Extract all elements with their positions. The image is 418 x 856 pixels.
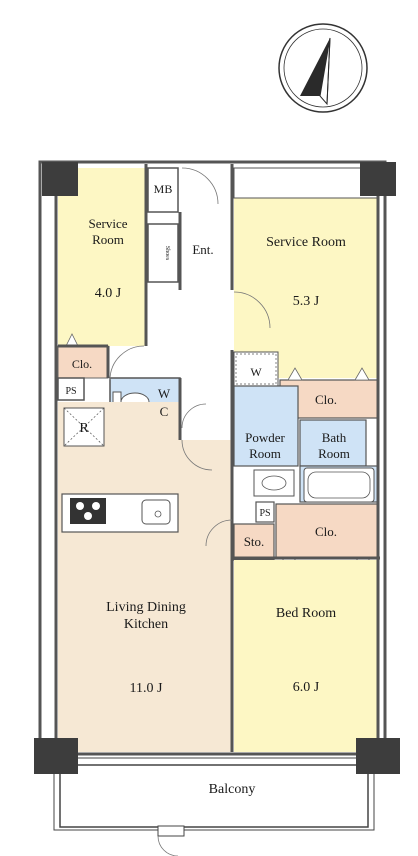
column-top-right [360, 162, 396, 196]
mb-box [147, 167, 179, 213]
closet-3 [275, 503, 379, 559]
service-room-1-label-1: Service [89, 216, 128, 231]
bed-room-size: 6.0 J [293, 680, 320, 695]
ps-2 [255, 501, 275, 523]
bath-room [299, 419, 367, 467]
wc-label-2: C [160, 404, 169, 419]
closet-2-label: Clo. [315, 392, 337, 407]
washer-space [233, 351, 279, 387]
bath-room-label-1: Bath [322, 430, 347, 445]
ps-1 [57, 377, 85, 401]
compass-icon [278, 23, 368, 113]
column-top-left [42, 162, 78, 196]
powder-room-label-2: Room [249, 446, 281, 461]
service-room-2-size: 5.3 J [293, 294, 320, 309]
service-room-1 [58, 168, 146, 346]
storage [233, 523, 275, 561]
stove-icon [70, 498, 106, 524]
shoes-box [147, 223, 179, 283]
service-room-1-label-2: Room [92, 232, 124, 247]
sink-icon [141, 499, 171, 525]
washer-label: W [250, 365, 262, 379]
column-bottom-right [356, 738, 400, 774]
column-bottom-left [34, 738, 78, 774]
service-room-1-size: 4.0 J [95, 286, 122, 301]
powder-room [233, 385, 299, 467]
ldk-label-1: Living Dining [106, 600, 186, 615]
bed-room-label: Bed Room [276, 606, 336, 621]
powder-room-label-1: Powder [245, 430, 285, 445]
service-room-2 [234, 198, 378, 378]
shoes-label: Shoes [164, 246, 170, 261]
ps-1-label: PS [65, 386, 76, 397]
bath-room-label-2: Room [318, 446, 350, 461]
ldk-area [58, 402, 232, 752]
refrigerator-label: R [79, 421, 89, 436]
ldk-label-2: Kitchen [124, 617, 168, 632]
mb-label: MB [154, 182, 173, 196]
service-room-2-label: Service Room [266, 235, 346, 250]
ps-2-label: PS [259, 508, 270, 519]
storage-label: Sto. [244, 534, 265, 549]
closet-3-label: Clo. [315, 524, 337, 539]
bed-room [234, 560, 378, 752]
washbasin-icon [253, 469, 295, 497]
bathtub-icon [303, 467, 375, 503]
balcony-label: Balcony [209, 782, 256, 797]
closet-1-label: Clo. [72, 357, 92, 371]
entrance-label: Ent. [192, 242, 213, 257]
ldk-size: 11.0 J [130, 681, 163, 696]
wc-label-1: W [158, 386, 171, 401]
balcony-outline [53, 757, 375, 856]
